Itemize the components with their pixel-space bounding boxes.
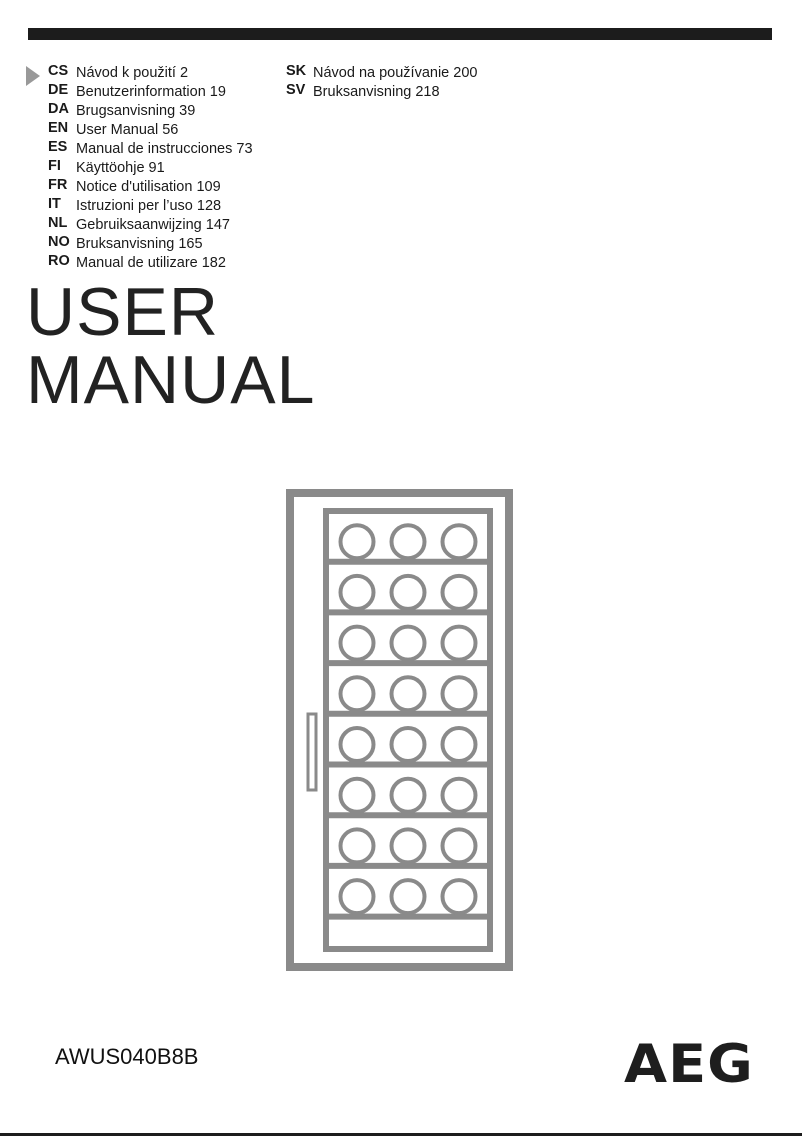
bottle-icon [389, 827, 427, 865]
language-code: EN [48, 120, 69, 136]
language-manual-title: Návod k použití 2 [76, 65, 189, 81]
language-code: IT [48, 196, 61, 212]
language-manual-title: Manual de utilizare 182 [76, 255, 226, 271]
current-language-arrow-icon [26, 66, 40, 86]
language-code: NL [48, 215, 68, 231]
bottle-icon [338, 878, 376, 916]
document-title: USER MANUAL [26, 278, 315, 414]
bottle-icon [440, 624, 478, 662]
language-manual-title: User Manual 56 [76, 122, 179, 138]
model-number: AWUS040B8B [55, 1044, 199, 1069]
language-code: NO [48, 234, 70, 250]
bottle-icon [338, 675, 376, 713]
bottle-icon [338, 573, 376, 611]
bottle-icon [389, 726, 427, 763]
language-manual-title: Notice d'utilisation 109 [76, 179, 221, 195]
bottle-icon [338, 726, 376, 763]
language-manual-title: Istruzioni per l’uso 128 [76, 198, 222, 214]
bottle-icon [338, 827, 376, 865]
bottle-icon [389, 675, 427, 713]
bottle-icon [338, 624, 376, 662]
bottle-icon [440, 523, 478, 561]
language-manual-title: Gebruiksaanwijzing 147 [76, 217, 230, 233]
language-code: ES [48, 139, 68, 155]
language-manual-title: Bruksanvisning 218 [313, 84, 440, 100]
bottle-icon [440, 675, 478, 713]
language-manual-title: Käyttöohje 91 [76, 160, 165, 176]
door-handle [306, 712, 318, 792]
bottle-icon [389, 523, 427, 561]
bottle-icon [440, 827, 478, 865]
language-code: DA [48, 101, 69, 117]
bottle-icon [440, 726, 478, 763]
title-line-1: USER [26, 274, 219, 350]
door-glass [323, 508, 493, 952]
language-code: SV [286, 82, 306, 98]
bottle-icon [440, 573, 478, 611]
bottle-icon [389, 573, 427, 611]
language-code: FI [48, 158, 61, 174]
title-line-2: MANUAL [26, 342, 316, 418]
bottle-icon [389, 624, 427, 662]
language-manual-title: Bruksanvisning 165 [76, 236, 203, 252]
language-code: CS [48, 63, 69, 79]
language-manual-title: Benutzerinformation 19 [76, 84, 226, 100]
language-manual-title: Návod na používanie 200 [313, 65, 478, 81]
bottle-icon [389, 878, 427, 916]
brand-logo: AEG [624, 1034, 754, 1095]
wine-cabinet-illustration [286, 489, 513, 971]
bottle-icon [338, 523, 376, 561]
bottle-icon [389, 776, 427, 814]
language-manual-title: Manual de instrucciones 73 [76, 141, 253, 157]
language-code: DE [48, 82, 69, 98]
bottom-line [0, 1133, 802, 1136]
language-manual-title: Brugsanvisning 39 [76, 103, 196, 119]
language-code: FR [48, 177, 68, 193]
language-code: RO [48, 253, 70, 269]
bottle-icon [440, 878, 478, 916]
top-bar [28, 28, 772, 40]
bottle-icon [338, 776, 376, 814]
cabinet-frame [286, 489, 513, 971]
bottle-icon [440, 776, 478, 814]
language-code: SK [286, 63, 307, 79]
